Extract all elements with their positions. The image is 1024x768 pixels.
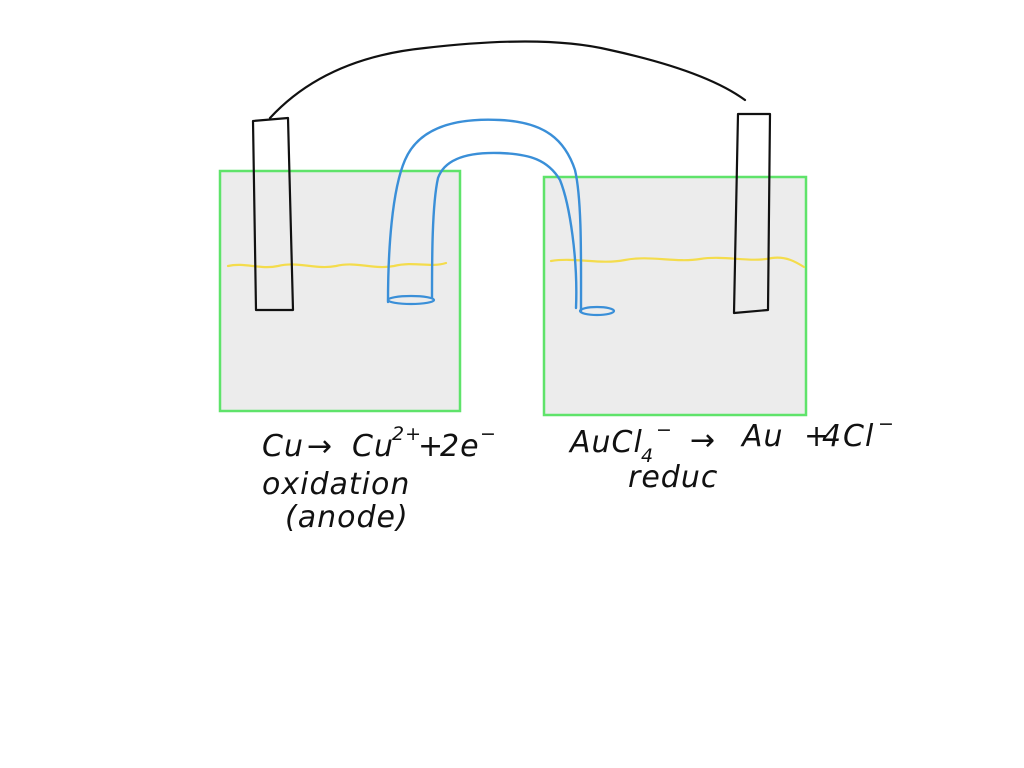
left-reactant: Cu <box>262 429 304 464</box>
right-product: Au <box>740 419 784 454</box>
left-arrow: → <box>307 429 333 464</box>
right-ion: Cl <box>843 419 874 454</box>
left-product: Cu <box>352 429 394 464</box>
right-reactant-subscript: 4 <box>641 445 654 467</box>
left-electrode-role: (anode) <box>285 500 409 535</box>
right-electrode <box>732 112 772 315</box>
right-beaker <box>542 175 808 417</box>
external-wire <box>268 40 747 120</box>
right-plus: + <box>804 419 830 454</box>
right-beaker-outline <box>542 175 808 417</box>
right-reactant: AuCl <box>568 425 643 460</box>
salt-bridge <box>386 118 616 317</box>
salt-bridge-inner <box>430 151 578 310</box>
right-process-label: reduc <box>628 460 718 495</box>
left-half-reaction: Cu → Cu 2+ + 2e − <box>262 423 497 464</box>
left-electrons: 2e <box>440 429 480 464</box>
salt-bridge-right-opening <box>578 305 616 317</box>
right-half-reaction: AuCl 4 − → Au + 4 Cl − <box>568 413 895 467</box>
left-electrode <box>251 116 295 312</box>
right-solution <box>544 177 806 415</box>
left-process-label: oxidation <box>262 467 410 502</box>
left-electron-charge: − <box>480 423 497 445</box>
right-coefficient: 4 <box>822 419 842 454</box>
right-solution-surface <box>549 256 806 269</box>
left-beaker-outline <box>218 169 462 413</box>
left-solution <box>220 171 460 411</box>
salt-bridge-left-opening <box>386 294 436 306</box>
left-plus: + <box>418 429 444 464</box>
left-solution-surface <box>226 261 448 269</box>
salt-bridge-outer <box>386 118 583 314</box>
right-arrow: → <box>690 423 716 458</box>
left-beaker <box>218 169 462 413</box>
right-ion-charge: − <box>878 413 895 435</box>
right-reactant-charge: − <box>656 419 673 441</box>
left-product-charge: 2+ <box>392 423 422 445</box>
